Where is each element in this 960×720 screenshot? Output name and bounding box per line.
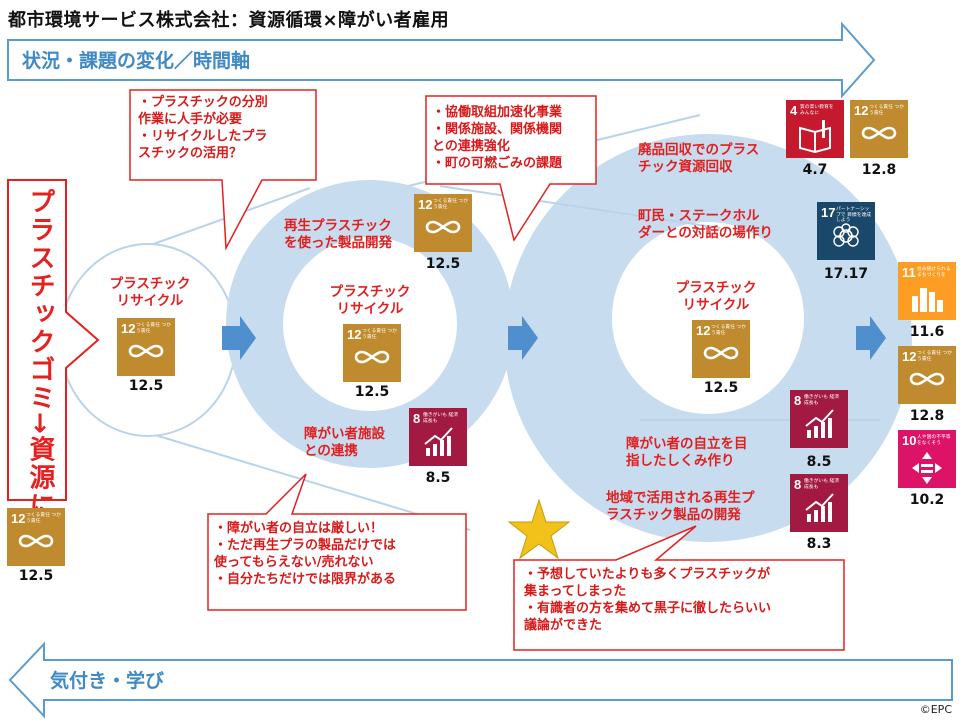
callout-1-box [129,89,317,251]
circle2-top-label: 再生プラスチックを使った製品開発 [284,218,392,251]
flow-arrow-3 [856,316,886,360]
sdg-8a-value: 8.5 [806,454,832,470]
circle2-center-sdg-value: 12.5 [354,384,390,400]
star-icon [507,498,571,560]
callout-4-text: ・予想していたよりも多くプラスチックが集まってしまった・有識者の方を集めて黒子に… [524,567,772,633]
page-title: 都市環境サービス株式会社：資源循環×障がい者雇用 [8,10,450,31]
top-time-arrow [7,21,876,99]
callout-2-text: ・協働取組加速化事業・関係施設、関係機関との連携強化・町の可燃ごみの課題 [432,105,563,171]
circle1-label: プラスチックリサイクル [109,276,191,309]
circle2-top-sdg-value: 12.5 [425,256,461,272]
callout-1-text: ・プラスチックの分別作業に人手が必要・リサイクルしたプラスチックの活用？ [138,95,268,161]
bottom-left-sdg-value: 12.5 [18,568,54,584]
callout-2-box [425,95,597,242]
flow-arrow-2 [508,316,538,360]
circle-stage-3-inner [612,222,804,414]
circle2-bottom-label: 障がい者施設との連携 [304,426,385,459]
circle3-label-1: 廃品回収でのプラスチック資源回収 [638,142,760,175]
sdg-4-value: 4.7 [802,162,828,178]
circle2-bottom-sdg-value: 8.5 [425,470,451,486]
connector-line [439,185,721,229]
right-sdg-10-value: 10.2 [909,492,945,508]
circle3-label-4: 地域で活用される再生プラスチック製品の開発 [606,490,755,523]
right-sdg-11-value: 11.6 [909,324,945,340]
sdg-8b-value: 8.3 [806,536,832,552]
circle3-center-sdg-value: 12.5 [703,380,739,396]
copyright: ©EPC [919,703,952,716]
bottom-arrow-label: 気付き・学び [50,670,165,692]
sdg-17-value: 17.17 [823,266,869,282]
top-arrow-label: 状況・課題の変化／時間軸 [22,50,251,72]
bottom-learning-arrow [8,641,953,719]
callout-3-box [207,473,467,611]
flow-arrow-1 [222,316,256,360]
left-vertical-text: プラスチックゴミ→資源に！ [25,188,55,548]
callout-4-box [513,525,845,651]
left-callout-arrow [7,179,100,501]
circle3-label-2: 町民・ステークホルダーとの対話の場作り [638,208,773,241]
circle2-center-label: プラスチックリサイクル [329,284,411,317]
sdg-12-value: 12.8 [861,162,897,178]
circle3-label-3: 障がい者の自立を目指したしくみ作り [626,436,748,469]
circle3-center-label: プラスチックリサイクル [675,280,757,313]
circle1-sdg-value: 12.5 [128,378,164,394]
callout-3-text: ・障がい者の自立は厳しい！・ただ再生プラの製品だけでは使ってもらえない/売れない… [214,521,397,587]
right-sdg-12-value: 12.8 [909,408,945,424]
